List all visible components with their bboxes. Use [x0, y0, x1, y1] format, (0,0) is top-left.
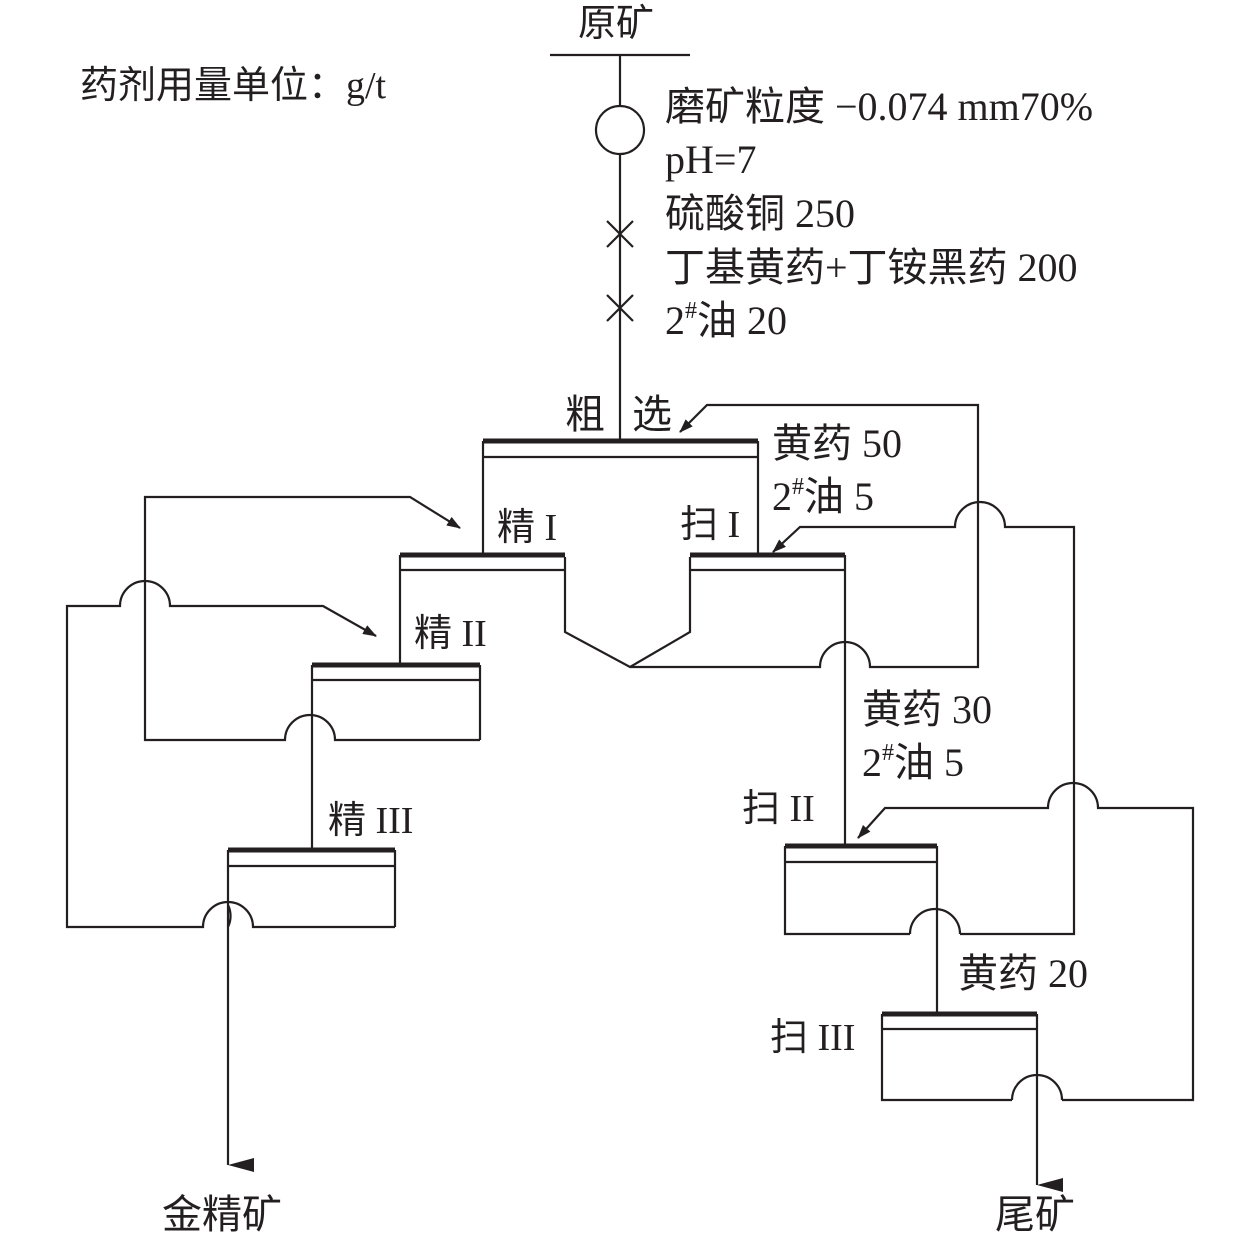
- reagent-addition-mark-1: [606, 220, 634, 248]
- gold-concentrate-label: 金精矿: [162, 1192, 282, 1237]
- scavenger-3-concentrate-return-line: [857, 781, 1195, 1102]
- gold-concentrate-product-line: [228, 904, 231, 1165]
- grinding-fineness: 磨矿粒度 −0.074 mm70%: [665, 84, 1093, 129]
- cleaner-1-tailings-return-line: [143, 495, 480, 742]
- rougher-reagent-copper-sulfate: 硫酸铜 250: [665, 191, 855, 236]
- cleaner-3-label: 精 III: [328, 800, 413, 842]
- scavenger-2-label: 扫 II: [742, 788, 815, 830]
- scavenger-3-label: 扫 III: [770, 1017, 855, 1059]
- scavenger-1-frother: 2#油 5: [772, 474, 874, 519]
- scavenger-2-xanthate: 黄药 30: [862, 687, 992, 732]
- grinding-mill-symbol: [594, 104, 646, 156]
- tailings-label: 尾矿: [995, 1192, 1075, 1237]
- ph-value: pH=7: [665, 137, 756, 182]
- cleaner-2-label: 精 II: [414, 613, 487, 655]
- scavenger-3-xanthate: 黄药 20: [958, 951, 1088, 996]
- scavenger-2-cell: [783, 846, 939, 1012]
- scavenger-3-cell: [880, 1014, 1012, 1102]
- rougher-reagent-collectors: 丁基黄药+丁铵黑药 200: [665, 245, 1078, 290]
- cleaner-3-cell: [226, 850, 397, 927]
- cleaner-1-label: 精 I: [497, 507, 557, 549]
- cleaner-2-tailings-return-line: [65, 579, 395, 929]
- scavenger-2-frother: 2#油 5: [862, 740, 964, 785]
- scavenger-2-concentrate-return-line: [772, 500, 1076, 936]
- tailings-product-line: [908, 907, 1062, 1185]
- reagent-addition-mark-2: [606, 294, 634, 322]
- scavenger-1-concentrate-return-line: [630, 403, 980, 669]
- feed-label: 原矿: [578, 3, 654, 45]
- rougher-reagent-frother: 2#油 20: [665, 298, 787, 343]
- rougher-label-right: 选: [632, 392, 672, 437]
- scavenger-1-label: 扫 I: [680, 504, 740, 546]
- cleaner-2-cell: [310, 665, 482, 850]
- reagent-unit-note: 药剂用量单位：g/t: [80, 65, 387, 107]
- scavenger-1-xanthate: 黄药 50: [772, 421, 902, 466]
- rougher-label-left: 粗: [565, 392, 605, 437]
